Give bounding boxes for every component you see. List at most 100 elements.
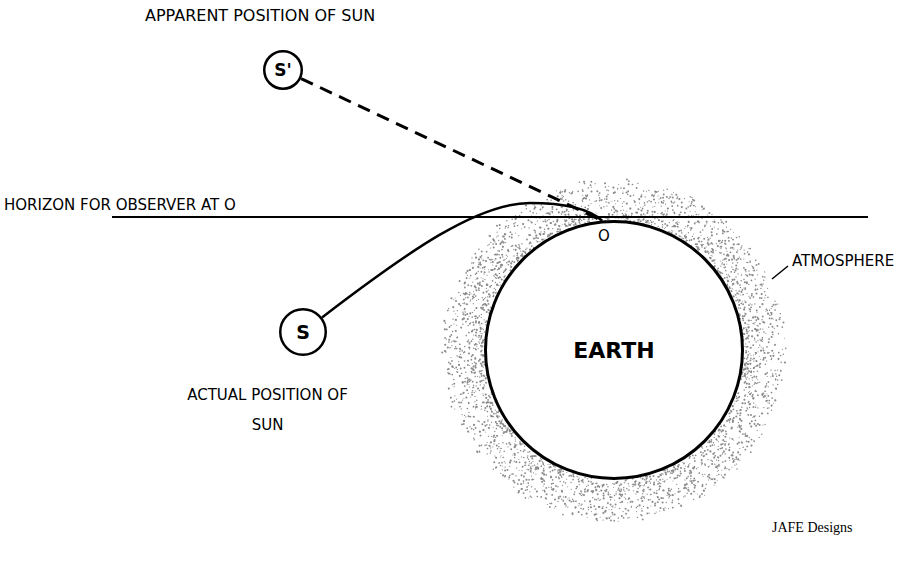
atmosphere-dot [678, 466, 680, 468]
atmosphere-dot [708, 252, 710, 254]
atmosphere-dot [549, 506, 551, 508]
atmosphere-dot [735, 276, 736, 277]
atmosphere-dot [646, 191, 647, 192]
atmosphere-dot [656, 479, 657, 480]
atmosphere-dot [750, 303, 751, 304]
atmosphere-dot [572, 221, 574, 223]
atmosphere-dot [755, 376, 756, 377]
atmosphere-dot [708, 479, 709, 480]
atmosphere-dot [724, 240, 726, 242]
atmosphere-dot [585, 195, 587, 197]
atmosphere-dot [509, 444, 511, 446]
atmosphere-dot [515, 249, 517, 251]
atmosphere-dot [469, 292, 470, 293]
atmosphere-dot [769, 317, 771, 319]
atmosphere-dot [697, 481, 698, 482]
atmosphere-dot [755, 341, 756, 342]
atmosphere-dot [540, 496, 542, 498]
atmosphere-dot [526, 208, 527, 209]
atmosphere-dot [617, 200, 619, 202]
atmosphere-dot [701, 462, 702, 463]
atmosphere-dot [455, 313, 456, 314]
atmosphere-dot [639, 219, 640, 220]
atmosphere-dot [749, 423, 751, 425]
atmosphere-dot [579, 182, 581, 184]
atmosphere-dot [720, 248, 721, 249]
atmosphere-dot [746, 383, 748, 385]
atmosphere-dot [473, 291, 474, 292]
atmosphere-dot [575, 204, 577, 206]
atmosphere-dot [550, 476, 552, 478]
atmosphere-dot [740, 294, 741, 295]
atmosphere-dot [454, 395, 455, 396]
atmosphere-dot [517, 247, 518, 248]
atmosphere-dot [554, 507, 555, 508]
atmosphere-dot [629, 195, 631, 197]
atmosphere-dot [509, 462, 511, 464]
atmosphere-dot [524, 449, 525, 450]
atmosphere-dot [537, 463, 538, 464]
atmosphere-dot [690, 493, 692, 495]
atmosphere-dot [722, 447, 723, 448]
atmosphere-dot [495, 282, 496, 283]
atmosphere-dot [677, 474, 679, 476]
atmosphere-dot [724, 444, 726, 446]
atmosphere-dot [509, 433, 510, 434]
atmosphere-dot [540, 227, 542, 229]
atmosphere-dot [623, 489, 624, 490]
atmosphere-dot [483, 319, 484, 320]
atmosphere-dot [524, 462, 526, 464]
atmosphere-dot [719, 465, 720, 466]
atmosphere-dot [723, 451, 725, 453]
atmosphere-dot [763, 331, 765, 333]
atmosphere-dot [688, 487, 689, 488]
atmosphere-dot [708, 253, 709, 254]
atmosphere-dot [479, 451, 481, 453]
atmosphere-dot [757, 325, 758, 326]
atmosphere-dot [714, 221, 716, 223]
atmosphere-dot [641, 510, 643, 512]
atmosphere-dot [556, 219, 558, 221]
atmosphere-dot [561, 198, 563, 200]
atmosphere-dot [745, 327, 746, 328]
atmosphere-dot [720, 246, 722, 248]
atmosphere-dot [766, 383, 767, 384]
atmosphere-dot [728, 259, 730, 261]
atmosphere-dot [701, 485, 703, 487]
atmosphere-dot [736, 396, 738, 398]
atmosphere-dot [688, 232, 689, 233]
atmosphere-dot [557, 501, 558, 502]
atmosphere-dot [543, 474, 545, 476]
atmosphere-dot [517, 225, 519, 227]
atmosphere-dot [737, 299, 739, 301]
atmosphere-dot [483, 329, 484, 330]
atmosphere-dot [677, 224, 678, 225]
atmosphere-dot [640, 220, 642, 222]
atmosphere-dot [485, 397, 487, 399]
atmosphere-dot [704, 247, 706, 249]
atmosphere-dot [654, 206, 655, 207]
atmosphere-dot [504, 466, 505, 467]
atmosphere-dot [481, 445, 483, 447]
atmosphere-dot [549, 467, 551, 469]
atmosphere-dot [557, 220, 558, 221]
atmosphere-dot [509, 430, 511, 432]
atmosphere-dot [603, 206, 604, 207]
atmosphere-dot [748, 335, 750, 337]
atmosphere-dot [611, 209, 612, 210]
atmosphere-dot [474, 439, 476, 441]
atmosphere-dot [678, 488, 680, 490]
atmosphere-dot [508, 251, 510, 253]
atmosphere-dot [628, 485, 629, 486]
atmosphere-dot [469, 294, 471, 296]
atmosphere-dot [515, 475, 516, 476]
atmosphere-dot [502, 423, 504, 425]
atmosphere-dot [704, 463, 706, 465]
atmosphere-dot [676, 477, 678, 479]
atmosphere-dot [514, 446, 516, 448]
atmosphere-dot [453, 324, 454, 325]
atmosphere-dot [509, 429, 511, 431]
atmosphere-dot [460, 295, 461, 296]
atmosphere-dot [567, 225, 568, 226]
atmosphere-dot [724, 460, 726, 462]
